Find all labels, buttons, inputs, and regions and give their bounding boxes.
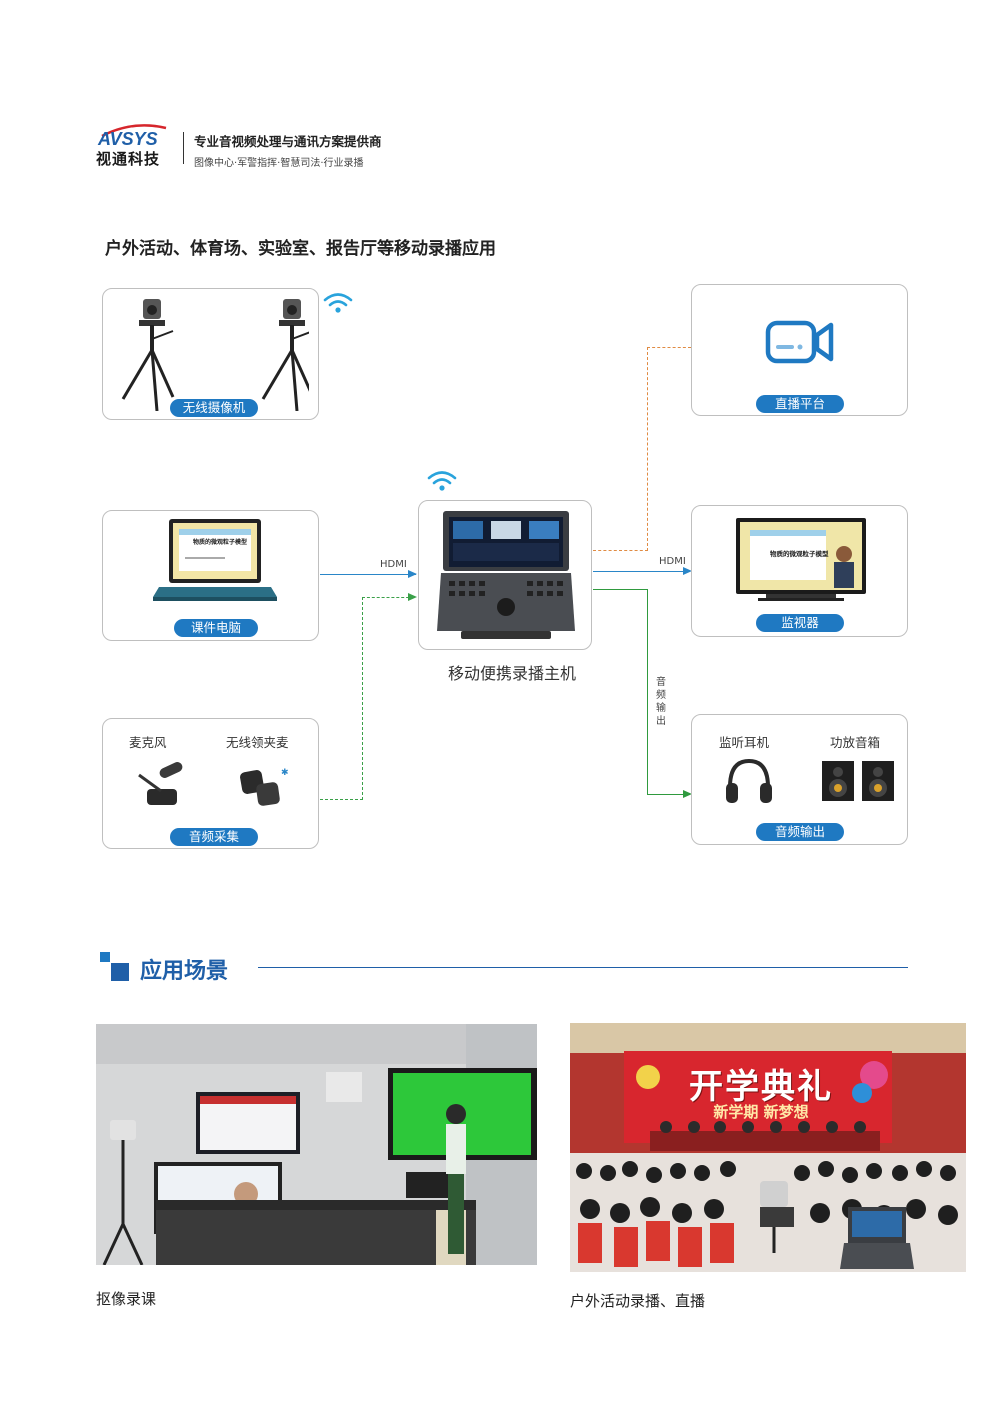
speaker-label: 功放音箱	[830, 735, 881, 750]
microphone-icon	[138, 762, 183, 805]
audio-capture-line-top	[362, 597, 414, 598]
laptop-icon	[153, 519, 277, 601]
wireless-camera-label: 无线摄像机	[170, 399, 258, 417]
live-platform-label: 直播平台	[756, 395, 844, 413]
audio-output-label: 音频输出	[756, 823, 844, 841]
lavalier-label: 无线领夹麦	[226, 735, 289, 750]
monitor-icon	[736, 518, 866, 601]
audio-capture-box: 麦克风 无线领夹麦 ✱	[102, 718, 319, 849]
wifi-icon	[323, 293, 353, 313]
applications-title: 应用场景	[140, 959, 229, 984]
monitor-screen-text: 物质的微观粒子模型	[770, 550, 829, 558]
monitor-label: 监视器	[756, 614, 844, 632]
company-subtitle: 图像中心·军警指挥·智慧司法·行业录播	[194, 158, 364, 169]
classroom-scene-illustration	[96, 1024, 537, 1265]
keying-recording-caption: 抠像录课	[96, 1290, 157, 1308]
ceremony-scene-illustration	[570, 1023, 966, 1272]
outdoor-event-photo: 开学典礼 新学期 新梦想	[570, 1023, 966, 1272]
host-to-audio-line-h	[593, 589, 648, 590]
pc-hdmi-label: HDMI	[380, 559, 407, 570]
speakers-icon	[822, 761, 894, 801]
header-divider	[183, 132, 184, 164]
laptop-screen-text: 物质的微观粒子模型	[193, 539, 248, 546]
banner-subtitle: 新学期 新梦想	[713, 1103, 809, 1121]
host-to-live-line-h	[593, 550, 648, 551]
avsys-logo: AVSYS	[97, 124, 167, 148]
main-host-label: 移动便携录播主机	[447, 664, 576, 683]
headphones-icon	[726, 758, 772, 803]
host-to-audio-line-bottom	[647, 794, 685, 795]
diagram-title: 户外活动、体育场、实验室、报告厅等移动录播应用	[105, 239, 496, 259]
arrow-right-icon	[408, 570, 417, 578]
applications-divider	[258, 967, 908, 968]
logo-text: AVSYS	[97, 129, 158, 148]
outdoor-event-caption: 户外活动录播、直播	[570, 1292, 706, 1310]
microphone-label: 麦克风	[129, 735, 167, 750]
audio-capture-line-h	[320, 799, 363, 800]
host-to-live-line-v	[647, 347, 648, 551]
wireless-camera-box	[102, 288, 319, 420]
company-name: 视通科技	[96, 150, 161, 168]
lavalier-mic-icon: ✱	[240, 768, 289, 806]
company-tagline: 专业音视频处理与通讯方案提供商	[194, 134, 382, 149]
banner-title: 开学典礼	[689, 1067, 833, 1107]
host-to-audio-line-v	[647, 589, 648, 795]
host-to-monitor-line	[593, 571, 685, 572]
audio-output-vertical-label: 音 频 输 出	[656, 677, 666, 727]
main-host-box	[418, 500, 592, 650]
pc-to-host-line	[320, 574, 416, 575]
host-to-live-line-top	[647, 347, 691, 348]
audio-capture-line-v	[362, 597, 363, 800]
portable-recorder-icon	[437, 511, 575, 639]
headphone-label: 监听耳机	[719, 735, 770, 750]
audio-output-box: 监听耳机 功放音箱	[691, 714, 908, 845]
tripod-camera-icon	[121, 299, 309, 411]
arrow-right-icon	[683, 790, 692, 798]
section-mark-icon	[100, 952, 129, 981]
audio-capture-label: 音频采集	[170, 828, 258, 846]
arrow-right-icon	[408, 593, 417, 601]
arrow-right-icon	[683, 567, 692, 575]
keying-recording-photo	[96, 1024, 537, 1265]
monitor-hdmi-label: HDMI	[659, 556, 686, 567]
wifi-icon	[427, 471, 457, 491]
bluetooth-icon: ✱	[281, 768, 289, 778]
courseware-pc-label: 课件电脑	[174, 619, 258, 637]
live-platform-box	[691, 284, 908, 416]
video-camera-icon	[765, 320, 834, 364]
